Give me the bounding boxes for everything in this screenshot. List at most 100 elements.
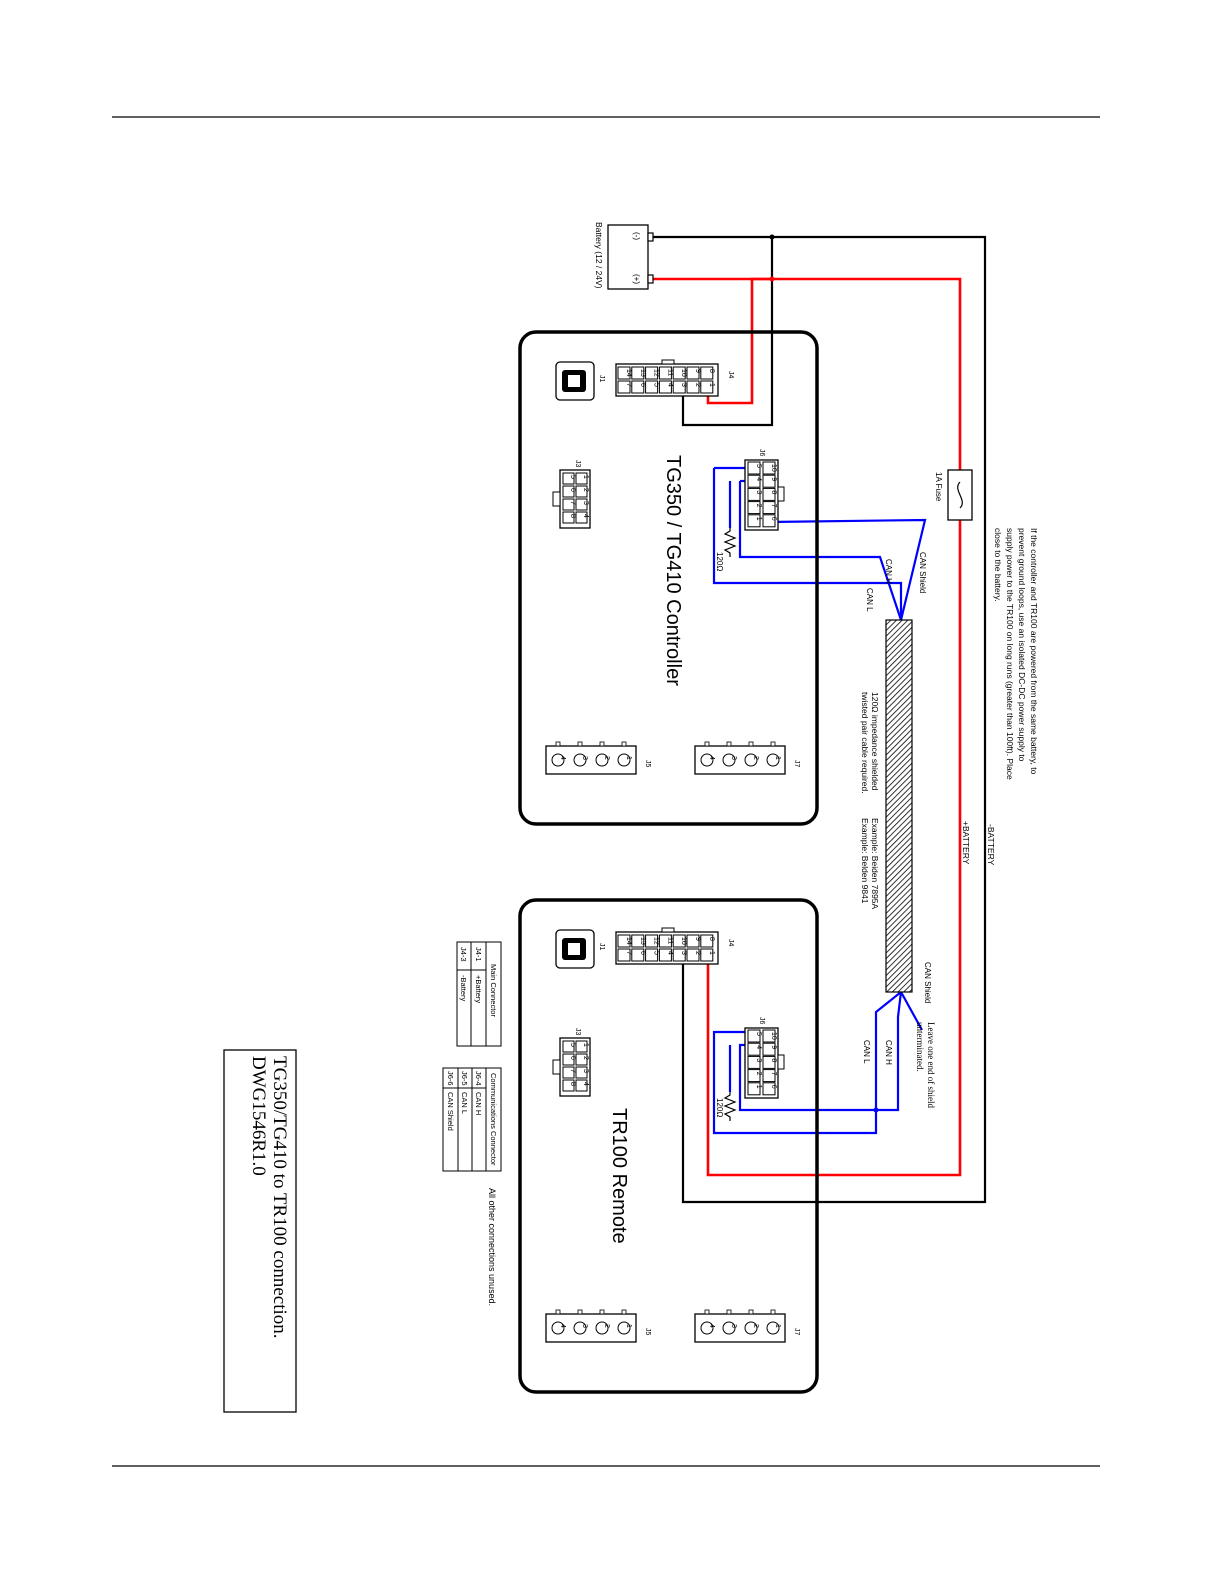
j7-pin xyxy=(700,753,714,767)
j3-pin xyxy=(562,511,575,524)
j6-pin-number: 8 xyxy=(770,1058,777,1062)
can-l-label-remote: CAN L xyxy=(862,1040,871,1064)
j4-pin xyxy=(672,366,686,380)
j6-pin xyxy=(747,1029,761,1043)
can-shield-label: CAN Shield xyxy=(918,552,927,593)
battery xyxy=(607,224,654,290)
drawing-title: TG350/TG410 to TR100 connection. xyxy=(269,1056,290,1339)
j3-pin-number: 3 xyxy=(582,1069,589,1073)
j6-pin xyxy=(747,487,761,501)
j4-key xyxy=(661,359,675,365)
j4-pin-number: 14 xyxy=(625,937,632,945)
note-line: supply power to the TR100 on long runs (… xyxy=(1005,528,1015,780)
j6-key xyxy=(777,1054,785,1070)
j6-pin xyxy=(747,514,761,528)
note-line: close to the battery. xyxy=(993,528,1003,602)
j3-pin-number: 5 xyxy=(569,475,576,479)
j4-pin xyxy=(645,366,659,380)
j3-pin xyxy=(562,472,575,485)
main-connector-table: Main Connector J4-1 +Battery J4-3 -Batte… xyxy=(456,941,502,1047)
comm-table-signal: CAN H xyxy=(474,1092,483,1115)
j3-pin xyxy=(575,1040,588,1053)
j4-pin xyxy=(658,934,672,948)
controller-enclosure xyxy=(518,330,819,826)
battery-neg-terminal: (-) xyxy=(632,232,641,240)
j5-label: J5 xyxy=(644,1328,651,1336)
j5-pin-tab xyxy=(577,741,583,747)
j4-pin xyxy=(672,380,686,394)
j7-label: J7 xyxy=(793,1328,800,1336)
j3-pin xyxy=(562,498,575,511)
j5-pin-number: 2 xyxy=(603,1324,610,1328)
j6-pin xyxy=(762,1029,776,1043)
j6-pin xyxy=(762,501,776,515)
j6-pin-number: 4 xyxy=(755,477,762,481)
j3-label: J3 xyxy=(574,1028,581,1036)
j6-pin-number: 4 xyxy=(755,1045,762,1049)
j4-pin-number: 1 xyxy=(708,951,715,955)
cable-note-line: 120Ω impedance shielded xyxy=(870,692,880,791)
j6-label: J6 xyxy=(758,449,765,457)
j4-pin xyxy=(645,948,659,962)
j6-pin xyxy=(747,1042,761,1056)
j7-pin-number: 1 xyxy=(774,1324,781,1328)
usb-port-icon xyxy=(568,375,580,387)
j7-label: J7 xyxy=(793,760,800,768)
j3-label: J3 xyxy=(574,460,581,468)
j7-pin xyxy=(744,1321,758,1335)
j4-pin-number: 10 xyxy=(680,937,687,945)
j4-pin xyxy=(672,948,686,962)
j4-pin-number: 5 xyxy=(653,383,660,387)
usb-port-icon xyxy=(568,943,580,955)
j3-pin xyxy=(575,1066,588,1079)
j4-pin-number: 9 xyxy=(694,369,701,373)
j6-pin xyxy=(747,501,761,515)
j6-pin xyxy=(762,1069,776,1083)
j3-pin xyxy=(575,511,588,524)
j6-pin-number: 6 xyxy=(770,1085,777,1089)
j5-pin-tab xyxy=(577,1309,583,1315)
j4-pin-number: 4 xyxy=(666,383,673,387)
comm-table-pin: J6-6 xyxy=(446,1071,455,1086)
j7-pin xyxy=(700,1321,714,1335)
j7-pin-number: 4 xyxy=(708,1324,715,1328)
j5-pin xyxy=(617,1321,631,1335)
j6-pin-number: 8 xyxy=(770,490,777,494)
j3-pin-number: 6 xyxy=(569,488,576,492)
j4-pin xyxy=(631,380,645,394)
neg-battery-label: -BATTERY xyxy=(986,824,996,866)
j5-pin-number: 3 xyxy=(581,756,588,760)
j7-pin-number: 2 xyxy=(752,756,759,760)
main-table-signal: +Battery xyxy=(474,975,483,1003)
j6-pin xyxy=(747,461,761,475)
j7-pin-tab xyxy=(748,1309,754,1315)
cable-note-line: twisted pair cable required. xyxy=(860,692,870,794)
j4-pin-number: 13 xyxy=(639,369,646,377)
j4-pin xyxy=(686,934,700,948)
j6-pin xyxy=(762,461,776,475)
j3-pin xyxy=(562,1040,575,1053)
j4-pin xyxy=(617,948,631,962)
positive-battery-wire xyxy=(652,277,962,1177)
j4-pin-number: 11 xyxy=(666,937,673,944)
fuse-symbol xyxy=(947,469,973,521)
j4-pin-number: 14 xyxy=(625,369,632,377)
j5-pin xyxy=(551,753,565,767)
j4-pin-number: 3 xyxy=(680,383,687,387)
j4-pin-number: 9 xyxy=(694,937,701,941)
can-h-label-remote: CAN H xyxy=(884,1040,893,1065)
j7-pin-tab xyxy=(726,741,732,747)
j3-pin-number: 2 xyxy=(582,488,589,492)
j7-pin-number: 2 xyxy=(752,1324,759,1328)
j4-pin-number: 7 xyxy=(625,383,632,387)
j7-pin-tab xyxy=(704,741,710,747)
j7-pin-number: 3 xyxy=(730,756,737,760)
j5-pin-tab xyxy=(599,741,605,747)
j5-pin xyxy=(573,1321,587,1335)
can-shield-label-remote: CAN Shield xyxy=(923,962,932,1003)
j3-pin-number: 4 xyxy=(582,1082,589,1086)
j5-pin-tab xyxy=(599,1309,605,1315)
j3-pin-number: 3 xyxy=(582,501,589,505)
